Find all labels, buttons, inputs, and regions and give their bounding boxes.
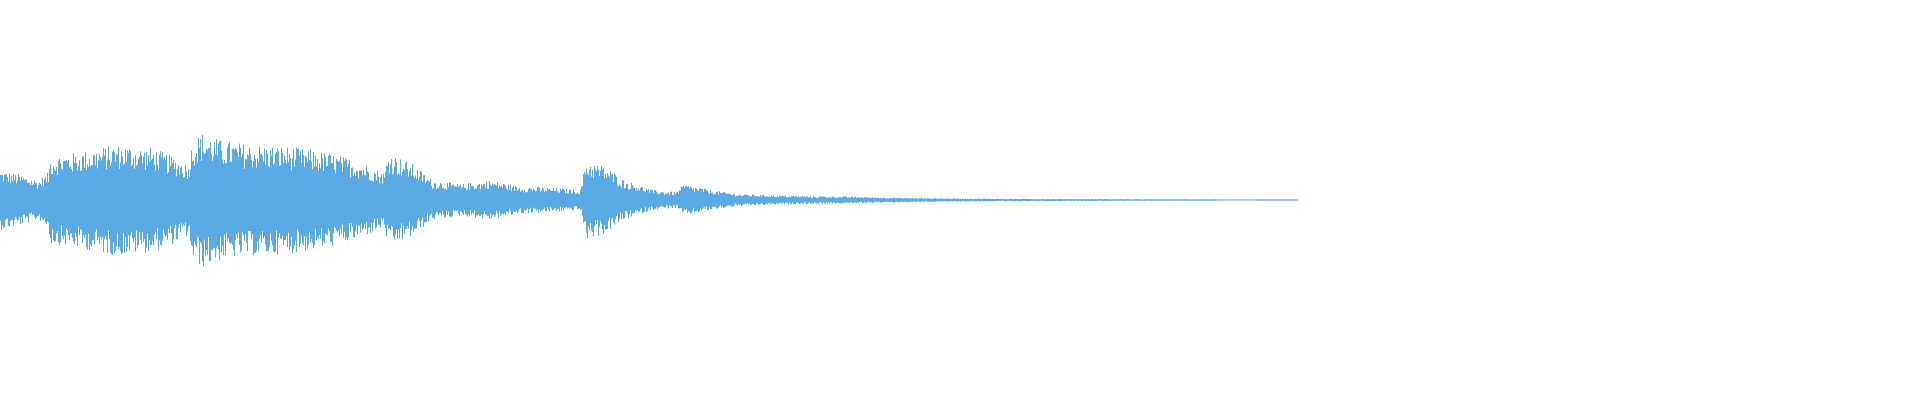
waveform-bars bbox=[0, 134, 1298, 267]
